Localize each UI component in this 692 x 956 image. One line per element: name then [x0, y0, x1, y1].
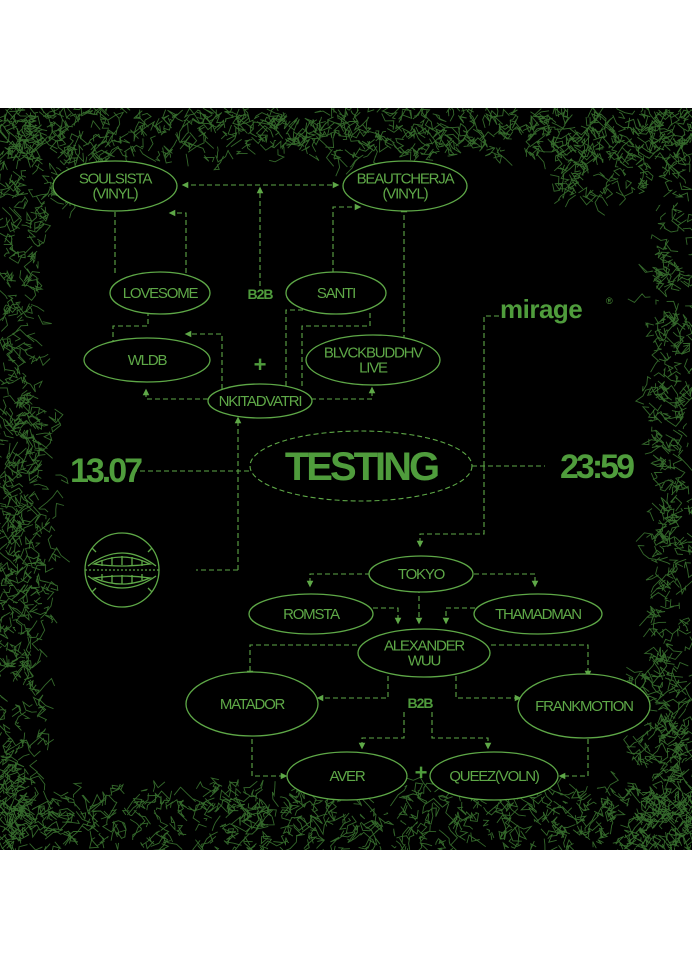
node-beautcherja: BEAUTCHERJA(VINYL) — [342, 160, 468, 212]
node-outline — [207, 383, 313, 419]
node-label: BEAUTCHERJA — [357, 171, 455, 188]
node-label: ALEXANDER — [384, 638, 465, 655]
node-outline — [305, 334, 441, 386]
node-label: SOULSISTA — [79, 171, 152, 188]
center-title-group: TESTING — [249, 430, 473, 502]
node-outline — [109, 271, 211, 315]
bottom-b2b-group: B2B + — [407, 695, 434, 785]
event-time: 23:59 — [560, 448, 634, 486]
node-outline — [517, 673, 651, 739]
node-tokyo: TOKYO — [368, 555, 474, 593]
node-lovesome: LOVESOME — [109, 271, 211, 315]
center-title-outline — [249, 430, 473, 502]
node-romsta: ROMSTA — [248, 593, 374, 635]
node-outline — [285, 271, 387, 315]
node-matador: MATADOR — [185, 671, 319, 737]
node-santi: SANTI — [285, 271, 387, 315]
center-title: TESTING — [285, 445, 438, 489]
brand-registered-mark: ® — [606, 296, 613, 306]
node-label: MATADOR — [220, 696, 286, 713]
node-label: WLDB — [128, 352, 168, 369]
node-label: AVER — [330, 768, 366, 785]
top-b2b-group: B2B + — [247, 286, 274, 377]
node-outline — [473, 593, 603, 635]
node-aver: AVER — [286, 751, 408, 801]
node-label: QUEEZ(VOLN) — [449, 768, 540, 785]
node-outline — [342, 160, 468, 212]
node-label: THAMADMAN — [495, 606, 581, 623]
node-wldb: WLDB — [83, 337, 211, 383]
grinning-mouth-logo-icon — [84, 532, 160, 608]
node-label: SANTI — [317, 285, 355, 302]
node-soulsista: SOULSISTA(VINYL) — [52, 160, 178, 212]
node-frankmotion: FRANKMOTION — [517, 673, 651, 739]
node-label: FRANKMOTION — [535, 698, 633, 715]
node-queez: QUEEZ(VOLN) — [429, 751, 559, 801]
node-outline — [248, 593, 374, 635]
node-label: TOKYO — [398, 566, 445, 583]
node-thamadman: THAMADMAN — [473, 593, 603, 635]
node-outline — [357, 628, 491, 678]
node-outline — [286, 751, 408, 801]
node-outline — [52, 160, 178, 212]
node-outline — [368, 555, 474, 593]
node-label: ROMSTA — [283, 606, 340, 623]
node-label: (VINYL) — [383, 186, 429, 203]
flow-connectors — [111, 181, 592, 780]
top-plus-icon: + — [254, 352, 267, 377]
brand-name: mirage — [500, 294, 582, 324]
node-label: LOVESOME — [123, 285, 199, 302]
node-label: WUU — [408, 653, 441, 670]
node-label: BLVCKBUDDHV — [324, 345, 423, 362]
bottom-b2b-label: B2B — [407, 695, 433, 711]
node-label: LIVE — [359, 360, 388, 377]
node-nkita: NKITADVATRI — [207, 383, 313, 419]
brand-logo: mirage ® — [500, 294, 613, 324]
event-date: 13.07 — [70, 452, 142, 490]
top-b2b-label: B2B — [247, 286, 273, 302]
node-outline — [83, 337, 211, 383]
node-outline — [185, 671, 319, 737]
node-label: NKITADVATRI — [219, 393, 302, 410]
bottom-plus-icon: + — [415, 760, 428, 785]
lineup-flowchart: SOULSISTA(VINYL)BEAUTCHERJA(VINYL)LOVESO… — [0, 108, 692, 850]
node-label: (VINYL) — [93, 186, 139, 203]
node-outline — [429, 751, 559, 801]
lineup-nodes: SOULSISTA(VINYL)BEAUTCHERJA(VINYL)LOVESO… — [52, 160, 651, 801]
event-poster: SOULSISTA(VINYL)BEAUTCHERJA(VINYL)LOVESO… — [0, 108, 692, 850]
